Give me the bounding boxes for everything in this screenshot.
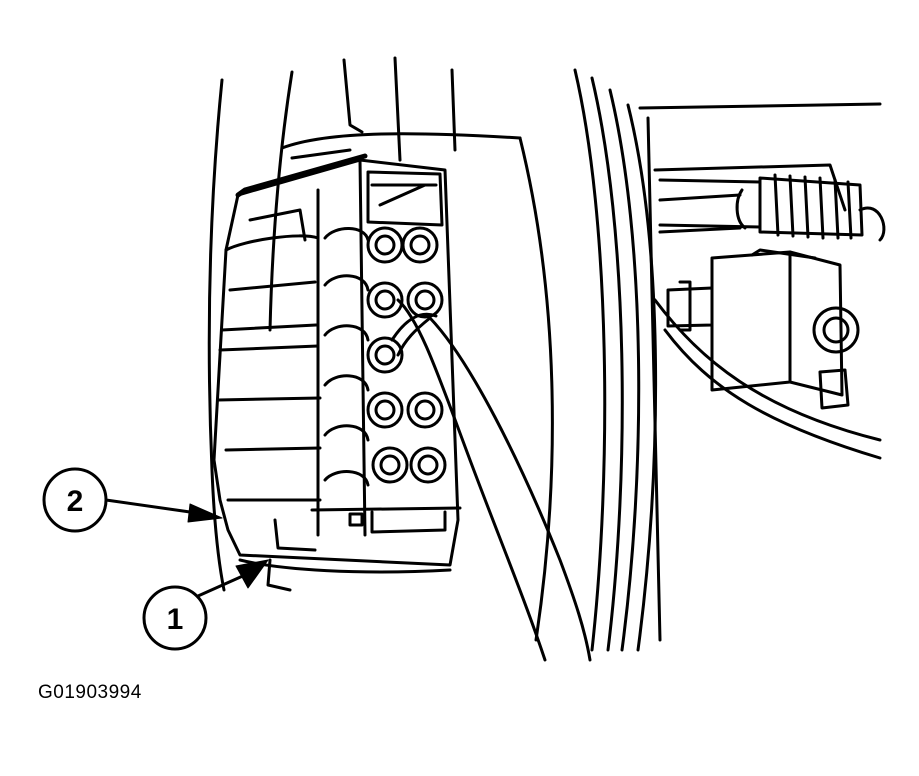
- callout-1-arrowhead: [235, 559, 269, 589]
- callout-1-label: 1: [167, 603, 184, 636]
- callout-1: 1: [142, 559, 269, 651]
- relay-block: [666, 248, 860, 410]
- callout-2-leader: [104, 498, 192, 514]
- callout-2-arrowhead: [187, 503, 223, 523]
- figure-id: G01903994: [38, 682, 142, 703]
- connector-pin-cavities: [366, 226, 447, 484]
- body-panel-lines: [207, 56, 522, 592]
- callout-2-label: 2: [67, 485, 84, 518]
- connector-side-bumps: [323, 227, 370, 487]
- panel-edge-curves: [518, 68, 658, 652]
- connector-housing: [212, 153, 462, 592]
- threaded-rod: [658, 173, 864, 240]
- wire-harness: [390, 298, 592, 662]
- callout-2: 2: [42, 467, 223, 533]
- callout-1-leader: [196, 573, 247, 598]
- right-bracket-rails: [638, 102, 886, 642]
